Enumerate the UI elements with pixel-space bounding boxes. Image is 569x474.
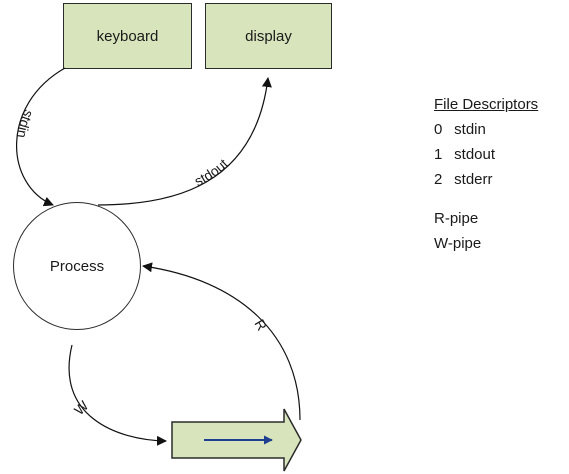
read-arrow (142, 262, 301, 421)
legend-row-stdin: 0 stdin (434, 117, 538, 142)
process-node: Process (13, 202, 141, 330)
legend-row-r-pipe: R-pipe (434, 210, 479, 227)
descriptor-name: stdout (454, 146, 496, 163)
process-label: Process (49, 257, 105, 275)
file-descriptors-legend: File Descriptors 0 stdin 1 stdout 2 stde… (434, 92, 538, 256)
display-box: display (205, 3, 332, 69)
pipe-shape (171, 408, 302, 472)
keyboard-label: keyboard (96, 27, 159, 45)
descriptor-name: stdin (454, 121, 486, 138)
keyboard-box: keyboard (63, 3, 192, 69)
read-label: R (251, 317, 270, 334)
write-label: W (71, 397, 92, 418)
stdin-label: stdin (14, 108, 37, 140)
write-arrow (68, 344, 167, 446)
legend-row-stderr: 2 stderr (434, 167, 538, 192)
legend-row-stdout: 1 stdout (434, 142, 538, 167)
stdout-label: stdout (192, 155, 231, 189)
stdin-arrow (16, 67, 66, 207)
stdout-arrow (97, 77, 272, 206)
legend-title: File Descriptors (434, 96, 539, 113)
descriptor-name: stderr (454, 171, 493, 188)
descriptor-number: 2 (434, 171, 443, 188)
legend-row-w-pipe: W-pipe (434, 235, 482, 252)
descriptor-number: 0 (434, 121, 443, 138)
descriptor-number: 1 (434, 146, 443, 163)
display-label: display (245, 27, 292, 45)
legend-spacer (434, 192, 538, 206)
